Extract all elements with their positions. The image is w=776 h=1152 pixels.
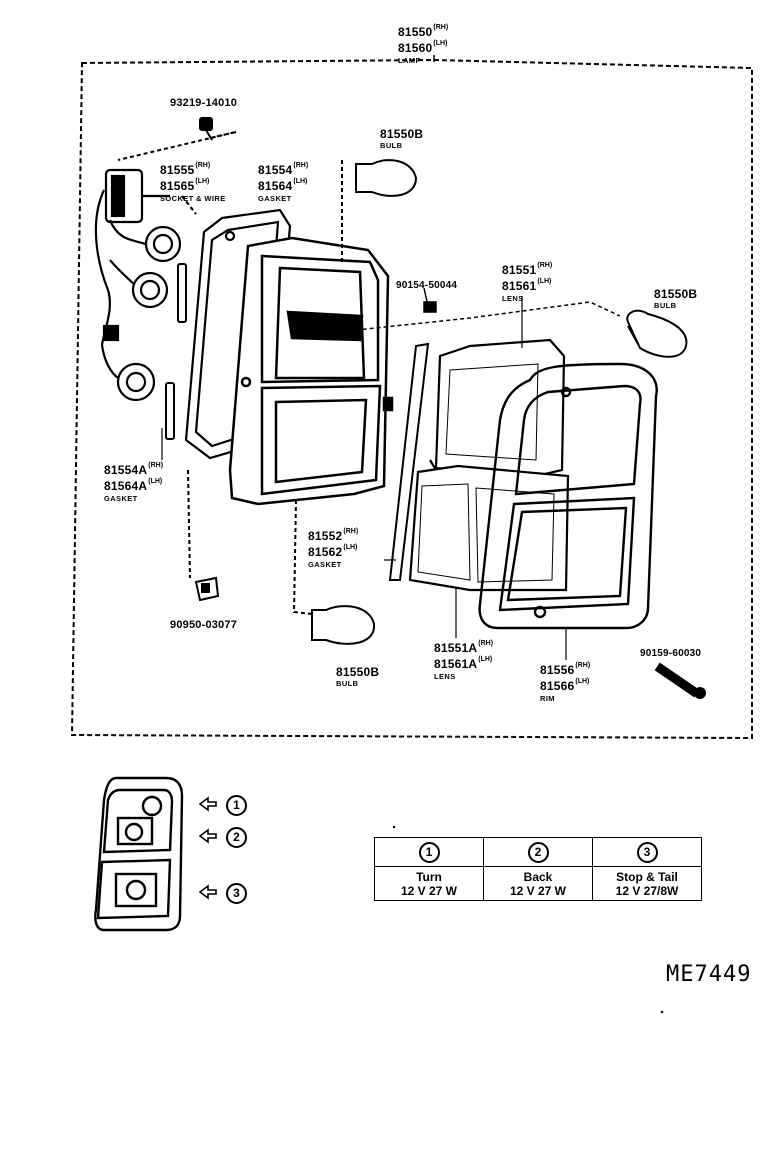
rim-label: 81556(RH) 81566(LH) RIM: [540, 662, 591, 703]
marker-arrows: [198, 796, 217, 900]
screw-rim-label: 90159-60030: [640, 648, 702, 659]
bulb-bottom-drawing: [292, 499, 376, 645]
marker-3: 3: [226, 883, 247, 904]
specks: [392, 825, 396, 829]
screw-rim-drawing: [654, 662, 706, 699]
lamp-label: 81550(RH) 81560(LH) LAMP: [398, 24, 449, 65]
legend-header-3: 3: [592, 837, 702, 867]
screw-top-label: 93219-14010: [170, 97, 238, 109]
nut-drawing: [187, 469, 220, 602]
lens-gasket-drawing: [388, 342, 430, 581]
socket-wire-label: 81555(RH) 81565(LH) SOCKET & WIRE: [160, 162, 226, 203]
nut-label: 90950-03077: [170, 619, 238, 631]
lamp-position-sketch: [94, 776, 184, 932]
legend-header-1: 1: [374, 837, 484, 867]
screw-top-drawing: [117, 117, 237, 161]
bulb-right-drawing: [626, 309, 688, 358]
legend-header-2: 2: [483, 837, 593, 867]
screw-mid-drawing: [423, 287, 437, 313]
socket-wire-drawing: [94, 168, 197, 402]
lamp-housing-drawing: [228, 236, 394, 506]
bulb-top-label: 81550B BULB: [380, 127, 424, 151]
marker-1: 1: [226, 795, 247, 816]
bulb-bottom-label: 81550B BULB: [336, 665, 380, 689]
small-gasket-strips: [165, 263, 187, 440]
screw-mid-label: 90154-50044: [396, 280, 458, 291]
bulb-right-leader: [299, 301, 621, 337]
leader-lines: [161, 296, 567, 660]
lens-upper-label: 81551(RH) 81561(LH) LENS: [502, 262, 553, 303]
rim-drawing: [478, 362, 658, 630]
bulb-right-label: 81550B BULB: [654, 287, 698, 311]
marker-2: 2: [226, 827, 247, 848]
assembly-border: [70, 58, 753, 740]
drawing-code: ME7449: [666, 962, 752, 987]
gasket-a-label: 81554A(RH) 81564A(LH) GASKET: [104, 462, 164, 503]
bulb-top-drawing: [340, 159, 418, 263]
gasket-lens-label: 81552(RH) 81562(LH) GASKET: [308, 528, 359, 569]
gasket-main-label: 81554(RH) 81564(LH) GASKET: [258, 162, 309, 203]
lens-lower-label: 81551A(RH) 81561A(LH) LENS: [434, 640, 494, 681]
